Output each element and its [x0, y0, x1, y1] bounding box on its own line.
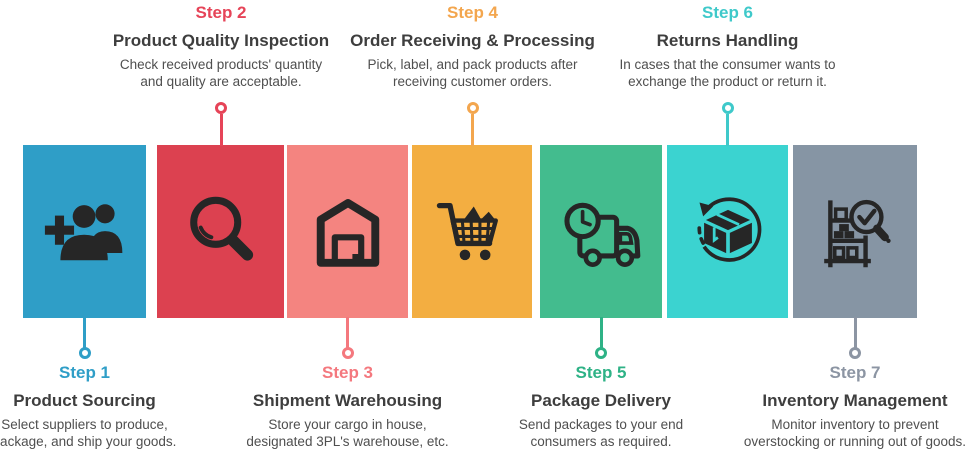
- connector-line: [219, 114, 223, 146]
- connector-dot: [849, 347, 861, 359]
- connector-dot: [466, 102, 479, 114]
- step-4-block: [412, 145, 532, 318]
- step-description: Pick, label, and pack products after rec…: [367, 57, 578, 89]
- connector-dot: [78, 347, 91, 359]
- step-label: Step 5: [575, 363, 627, 382]
- connector-line: [471, 114, 474, 146]
- connector-line: [853, 317, 857, 349]
- step-label: Step 4: [446, 3, 499, 22]
- step-title: Inventory Management: [762, 391, 948, 410]
- step-1-block: [23, 145, 146, 318]
- step-label: Step 1: [58, 363, 111, 382]
- step-title: Order Receiving & Processing: [350, 31, 595, 50]
- step-title: Product Quality Inspection: [112, 31, 330, 50]
- inventory-check-icon: [824, 199, 891, 267]
- magnifier-icon: [189, 196, 253, 261]
- connector-dot: [721, 102, 734, 114]
- connector-line: [83, 317, 86, 349]
- step-description: In cases that the consumer wants to exch…: [619, 57, 836, 89]
- connector-line: [599, 317, 603, 349]
- warehouse-icon: [316, 198, 379, 267]
- step-title: Shipment Warehousing: [252, 391, 443, 410]
- shopping-cart-icon: [436, 202, 498, 260]
- step-label: Step 2: [195, 3, 247, 22]
- return-box-icon: [696, 196, 761, 262]
- step-label: Step 3: [321, 363, 374, 382]
- step-description: Check received products' quantity and qu…: [119, 57, 323, 89]
- step-6-block: [667, 145, 788, 318]
- step-description: Send packages to your end consumers as r…: [518, 417, 684, 449]
- step-label: Step 6: [701, 3, 754, 22]
- step-title: Package Delivery: [531, 391, 671, 410]
- delivery-truck-icon: [564, 202, 641, 267]
- connector-line: [726, 114, 729, 146]
- step-3-block: [287, 145, 408, 318]
- step-description: Monitor inventory to prevent overstockin…: [743, 417, 967, 449]
- step-label: Step 7: [829, 363, 881, 382]
- connector-line: [346, 317, 349, 349]
- connector-dot: [595, 347, 607, 359]
- step-description: Select suppliers to produce, package, an…: [0, 417, 177, 449]
- step-title: Returns Handling: [656, 31, 799, 50]
- connector-dot: [215, 102, 227, 114]
- step-title: Product Sourcing: [13, 391, 156, 410]
- step-5-block: [540, 145, 662, 318]
- step-description: Store your cargo in house, designated 3P…: [246, 417, 449, 449]
- connector-dot: [341, 347, 354, 359]
- step-2-block: [157, 145, 284, 318]
- add-users-icon: [44, 203, 122, 260]
- step-7-block: [793, 145, 917, 318]
